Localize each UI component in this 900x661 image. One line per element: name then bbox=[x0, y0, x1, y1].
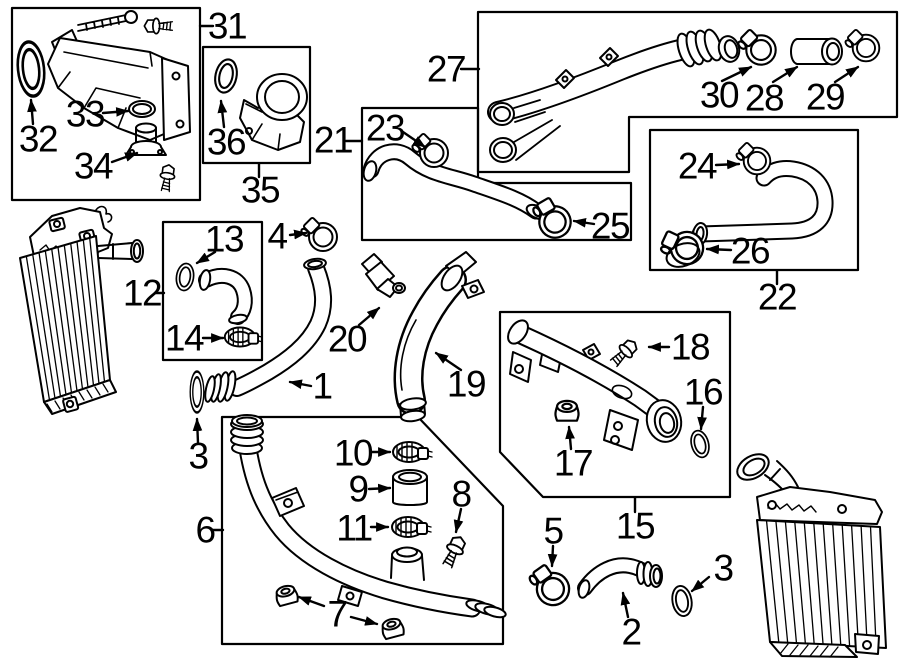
box-22 bbox=[648, 128, 860, 272]
outlet-pipe bbox=[97, 242, 133, 260]
callout-25[interactable]: 25 bbox=[590, 205, 631, 247]
callout-24[interactable]: 24 bbox=[677, 145, 718, 187]
bolt-18 bbox=[607, 335, 642, 370]
clamp-24 bbox=[733, 141, 772, 176]
box-31 bbox=[10, 6, 202, 202]
callout-19[interactable]: 19 bbox=[446, 363, 487, 405]
grommet-17 bbox=[554, 399, 580, 422]
callout-29[interactable]: 29 bbox=[805, 76, 846, 118]
hose-1-art bbox=[204, 257, 326, 403]
clamp-10 bbox=[392, 441, 433, 463]
throttle-body-art bbox=[211, 56, 308, 151]
callout-leaders bbox=[27, 24, 860, 626]
o-ring-13 bbox=[173, 261, 197, 293]
o-ring-3-left bbox=[188, 370, 206, 414]
tube-19-art bbox=[399, 251, 485, 423]
pipe-15-flange bbox=[645, 399, 683, 443]
callout-10[interactable]: 10 bbox=[333, 432, 374, 474]
callout-11[interactable]: 11 bbox=[336, 507, 373, 549]
intake-duct-art bbox=[13, 10, 191, 193]
callout-33[interactable]: 33 bbox=[65, 93, 106, 135]
callout-4[interactable]: 4 bbox=[267, 215, 288, 257]
callout-15[interactable]: 15 bbox=[615, 505, 656, 547]
oval-seal-32 bbox=[13, 38, 49, 100]
callout-28[interactable]: 28 bbox=[744, 77, 785, 119]
callout-27[interactable]: 27 bbox=[426, 48, 467, 90]
box-6 bbox=[220, 415, 505, 646]
callout-6[interactable]: 6 bbox=[195, 509, 216, 551]
callout-5[interactable]: 5 bbox=[543, 510, 564, 552]
callout-32[interactable]: 32 bbox=[18, 118, 59, 160]
callout-20[interactable]: 20 bbox=[327, 318, 368, 360]
callout-22[interactable]: 22 bbox=[757, 276, 798, 318]
filler-bolt bbox=[157, 163, 177, 193]
filler-neck-34 bbox=[125, 122, 167, 156]
callout-34[interactable]: 34 bbox=[73, 145, 114, 187]
hose-2-art bbox=[577, 562, 663, 599]
callout-16[interactable]: 16 bbox=[683, 371, 724, 413]
grommet-7b bbox=[379, 615, 406, 641]
clamp-14 bbox=[223, 326, 263, 348]
o-ring-16 bbox=[687, 427, 713, 461]
callout-14[interactable]: 14 bbox=[164, 317, 205, 359]
callout-35[interactable]: 35 bbox=[240, 169, 281, 211]
stud-bolt bbox=[143, 17, 174, 35]
intercooler-right bbox=[736, 453, 887, 658]
intercooler-left bbox=[19, 205, 144, 415]
pipe-15-art bbox=[507, 319, 713, 461]
box-35 bbox=[201, 45, 312, 165]
callout-3-left[interactable]: 3 bbox=[188, 435, 209, 477]
callout-12[interactable]: 12 bbox=[122, 272, 163, 314]
long-bolt bbox=[77, 14, 127, 32]
pipe-6-right-end bbox=[465, 599, 507, 619]
hose-1-fitting bbox=[204, 370, 237, 403]
pipe-6-ribbed-end bbox=[230, 414, 264, 455]
hose-22-art bbox=[652, 141, 825, 274]
sleeve-9 bbox=[392, 469, 428, 506]
sensor-20 bbox=[361, 253, 406, 298]
callout-23[interactable]: 23 bbox=[365, 107, 406, 149]
upper-duct-art bbox=[489, 28, 881, 163]
pipe-6-art bbox=[230, 414, 507, 641]
box-21 bbox=[360, 106, 633, 242]
clamp-11 bbox=[391, 516, 432, 538]
callout-7[interactable]: 7 bbox=[327, 593, 348, 635]
clamp-29 bbox=[842, 28, 881, 63]
bolt-8 bbox=[438, 532, 470, 571]
callout-3-right[interactable]: 3 bbox=[713, 547, 734, 589]
box-15 bbox=[498, 310, 732, 499]
hose-21-art bbox=[362, 132, 578, 243]
callout-30[interactable]: 30 bbox=[699, 74, 740, 116]
callout-26[interactable]: 26 bbox=[730, 230, 771, 272]
box-12 bbox=[161, 220, 264, 362]
callout-13[interactable]: 13 bbox=[204, 218, 245, 260]
callout-21[interactable]: 21 bbox=[313, 119, 354, 161]
callout-18[interactable]: 18 bbox=[670, 326, 711, 368]
duct-flanges bbox=[489, 102, 517, 163]
grommet-7a bbox=[273, 582, 300, 608]
o-ring-3-right bbox=[669, 583, 695, 619]
clamp-30 bbox=[734, 28, 777, 66]
callout-31[interactable]: 31 bbox=[207, 5, 248, 47]
inlet-pipe bbox=[736, 453, 799, 496]
callout-2[interactable]: 2 bbox=[621, 611, 642, 653]
callout-17[interactable]: 17 bbox=[553, 442, 594, 484]
sleeve-28 bbox=[790, 37, 843, 66]
elbow-12-art bbox=[173, 261, 263, 348]
callout-9[interactable]: 9 bbox=[348, 468, 369, 510]
o-ring-36 bbox=[211, 56, 241, 96]
group-boxes bbox=[10, 6, 899, 646]
callout-1[interactable]: 1 bbox=[312, 365, 333, 407]
callout-8[interactable]: 8 bbox=[451, 473, 472, 515]
pipe-6-stub bbox=[390, 546, 425, 581]
duct-bellows bbox=[676, 28, 741, 68]
clamp-5 bbox=[522, 560, 574, 609]
callout-36[interactable]: 36 bbox=[206, 121, 247, 163]
